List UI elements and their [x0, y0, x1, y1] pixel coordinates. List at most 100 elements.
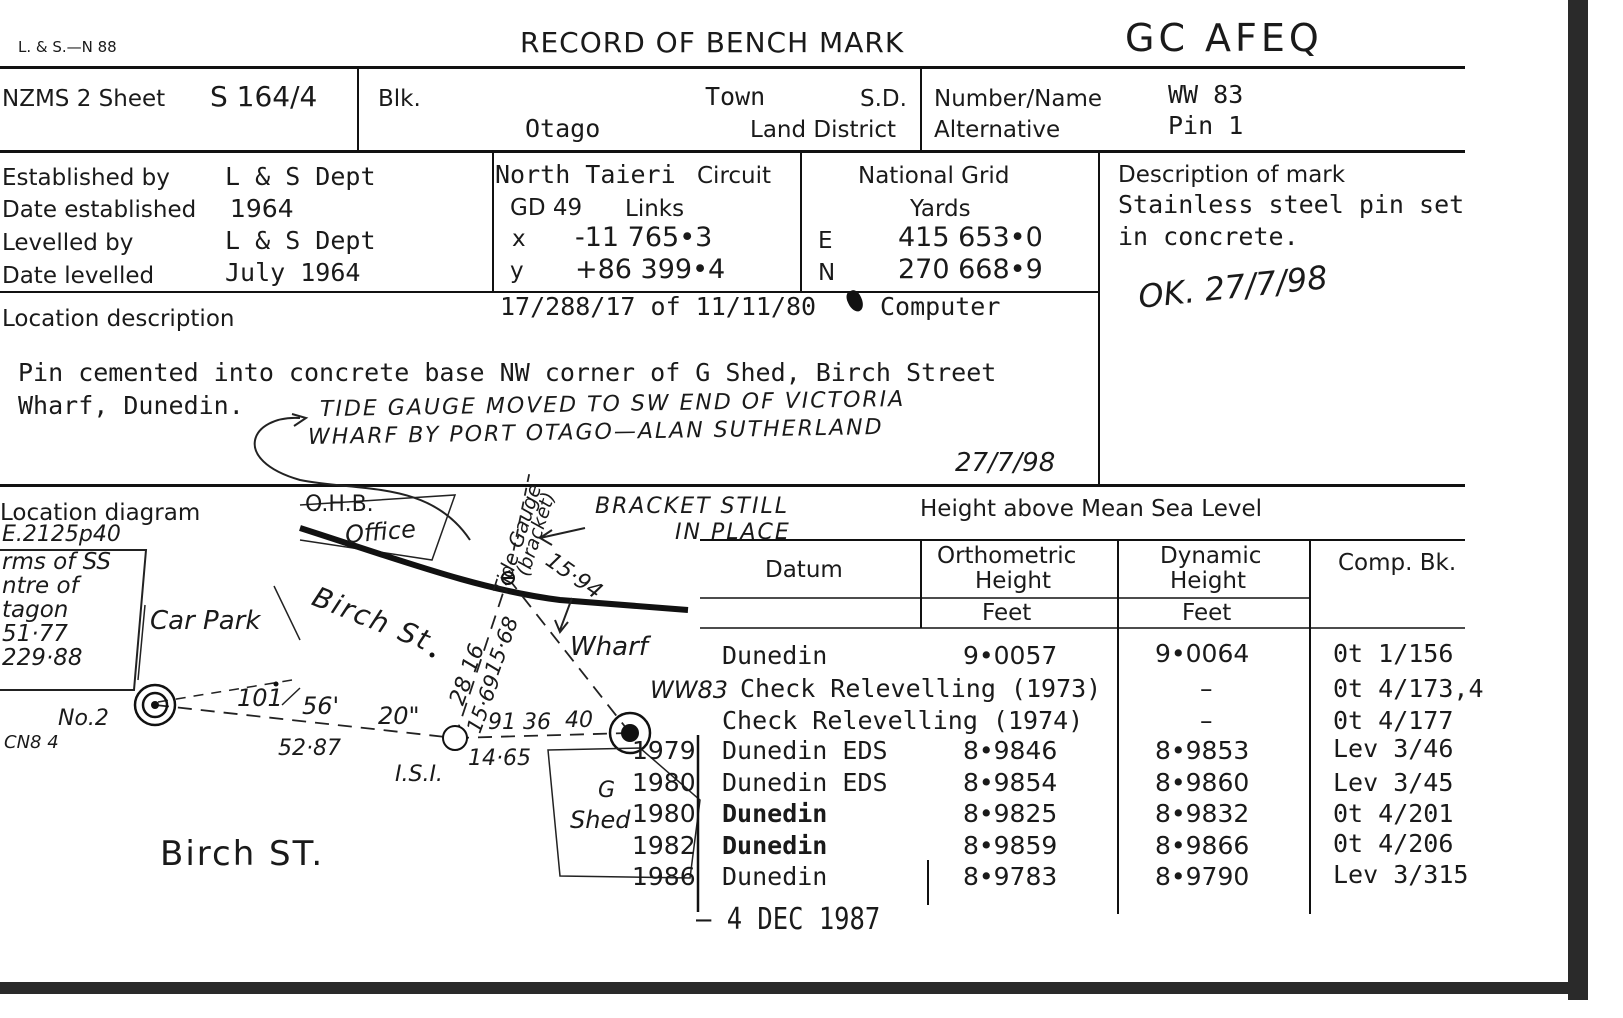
table-row: Check Relevelling (1973) – 0t 4/173,4 [0, 674, 1500, 705]
rule-location [0, 484, 1465, 487]
e-label: E [818, 228, 833, 254]
col-ortho-1: Orthometric [937, 543, 1077, 569]
row-dyn: – [1200, 674, 1213, 703]
established-by-label: Established by [2, 165, 170, 191]
rule-row2 [0, 291, 1100, 293]
row-dyn: 8•9866 [1155, 831, 1250, 860]
col-dyn-1: Dynamic [1160, 543, 1262, 569]
number-value: WW 83 [1168, 80, 1244, 109]
table-row: Dunedin 9•0057 9•0064 0t 1/156 [0, 639, 1500, 672]
row-comp: 0t 4/173,4 [1333, 674, 1484, 703]
alternative-label: Alternative [934, 117, 1061, 143]
number-label: Number/Name [934, 86, 1102, 112]
vrule-district [920, 66, 922, 152]
row-dyn: 8•9790 [1155, 862, 1250, 891]
row-datum: Dunedin [722, 862, 828, 891]
side-note-line: tagon [2, 597, 69, 623]
row-dyn: – [1200, 706, 1213, 735]
dim-20: 20" [378, 702, 420, 730]
date-stamp: – 4 DEC 1987 [696, 902, 881, 937]
sd-label: S.D. [860, 86, 907, 112]
table-row: 1986 Dunedin 8•9783 8•9790 Lev 3/315 [0, 860, 1500, 893]
table-row: Check Relevelling (1974) – 0t 4/177 [0, 706, 1500, 737]
yards-label: Yards [910, 196, 971, 222]
vrule-grid [1098, 152, 1100, 486]
row-comp: 0t 4/177 [1333, 706, 1454, 735]
row-ortho: 9•0057 [963, 641, 1058, 670]
y-label: y [510, 258, 524, 284]
computer-label: Computer [880, 292, 1001, 321]
bracket-note-line1: BRACKET STILL [595, 494, 789, 519]
levelled-by-value: L & S Dept [225, 226, 376, 255]
description-label: Description of mark [1118, 162, 1346, 188]
row-dyn: 8•9832 [1155, 799, 1250, 828]
row-year: 1980 [632, 768, 696, 797]
tide-gauge-note-date: 27/7/98 [955, 448, 1056, 478]
row-dyn: 8•9860 [1155, 768, 1250, 797]
sheet-value: S 164/4 [210, 80, 318, 113]
row-dyn: 9•0064 [1155, 639, 1250, 668]
levelled-by-label: Levelled by [2, 230, 134, 256]
row-comp: 0t 4/201 [1333, 799, 1454, 828]
row-comp: Lev 3/45 [1333, 768, 1454, 797]
row-ortho: 8•9783 [963, 862, 1058, 891]
form-title: RECORD OF BENCH MARK [520, 26, 905, 59]
row-comp: 0t 4/206 [1333, 829, 1454, 858]
row-ortho: 8•9859 [963, 831, 1058, 860]
row-ortho: 8•9854 [963, 768, 1058, 797]
no2-label: No.2 [58, 706, 109, 731]
location-text-line2: Wharf, Dunedin. [18, 391, 244, 420]
grid-label: National Grid [858, 163, 1010, 189]
car-park-label: Car Park [150, 606, 261, 636]
row-datum: Check Relevelling (1973) [740, 674, 1102, 703]
vrule-circuit [800, 152, 802, 292]
location-diagram-sketch [0, 413, 1465, 914]
card-bottom-edge [0, 982, 1588, 994]
col-dyn-2: Height [1170, 568, 1247, 594]
date-levelled-value: July 1964 [225, 258, 361, 287]
row-comp: Lev 3/315 [1333, 860, 1469, 889]
reference: 17/288/17 of 11/11/80 [500, 292, 817, 321]
row-ortho: 8•9825 [963, 799, 1058, 828]
dim-101: 101 [237, 684, 283, 712]
side-note-line: 51·77 [2, 621, 68, 647]
circuit-label: Circuit [697, 163, 772, 189]
row-comp: Lev 3/46 [1333, 734, 1454, 763]
dim-40: 40 [565, 708, 593, 733]
row-year: 1979 [632, 736, 696, 765]
vrule-sheet [357, 66, 359, 152]
location-text-line1: Pin cemented into concrete base NW corne… [18, 358, 997, 387]
blk-label: Blk. [378, 86, 421, 112]
table-row: 1980 Dunedin 8•9825 8•9832 0t 4/201 [0, 799, 1500, 830]
card-edge-shadow [1568, 0, 1588, 1000]
row-dyn: 8•9853 [1155, 736, 1250, 765]
location-label: Location description [2, 306, 235, 332]
row-datum: Dunedin EDS [722, 736, 888, 765]
row-datum: Dunedin [722, 831, 828, 860]
diagram-label: Location diagram [0, 500, 201, 526]
unit-dyn: Feet [1182, 600, 1232, 626]
row-ortho: 8•9846 [963, 736, 1058, 765]
dim-56: 56' [302, 692, 340, 720]
bench-mark-record-card: L. & S.—N 88 RECORD OF BENCH MARK GC AFE… [0, 0, 1588, 1000]
heights-title: Height above Mean Sea Level [920, 496, 1263, 522]
gd-value: GD 49 [510, 195, 583, 221]
ohb-label: O.H.B. [305, 492, 374, 517]
table-row: 1980 Dunedin EDS 8•9854 8•9860 Lev 3/45 [0, 768, 1500, 799]
g-shed-label: Shed [570, 806, 631, 834]
col-datum: Datum [765, 557, 843, 583]
form-code: L. & S.—N 88 [18, 38, 117, 56]
row-datum: Check Relevelling (1974) [722, 706, 1084, 735]
isi-label: I.S.I. [395, 762, 443, 787]
row-year: 1980 [632, 799, 696, 828]
dim-5287: 52·87 [278, 736, 341, 761]
links-label: Links [625, 196, 685, 222]
land-district-label: Land District [750, 117, 897, 143]
cn84-label: CN8 4 [4, 732, 59, 753]
wharf-label: Wharf [570, 632, 648, 662]
x-label: x [512, 226, 526, 252]
row-datum: Dunedin [722, 799, 828, 828]
table-row: 1982 Dunedin 8•9859 8•9866 0t 4/206 [0, 829, 1500, 862]
alternative-value: Pin 1 [1168, 111, 1244, 140]
n-label: N [818, 260, 836, 286]
